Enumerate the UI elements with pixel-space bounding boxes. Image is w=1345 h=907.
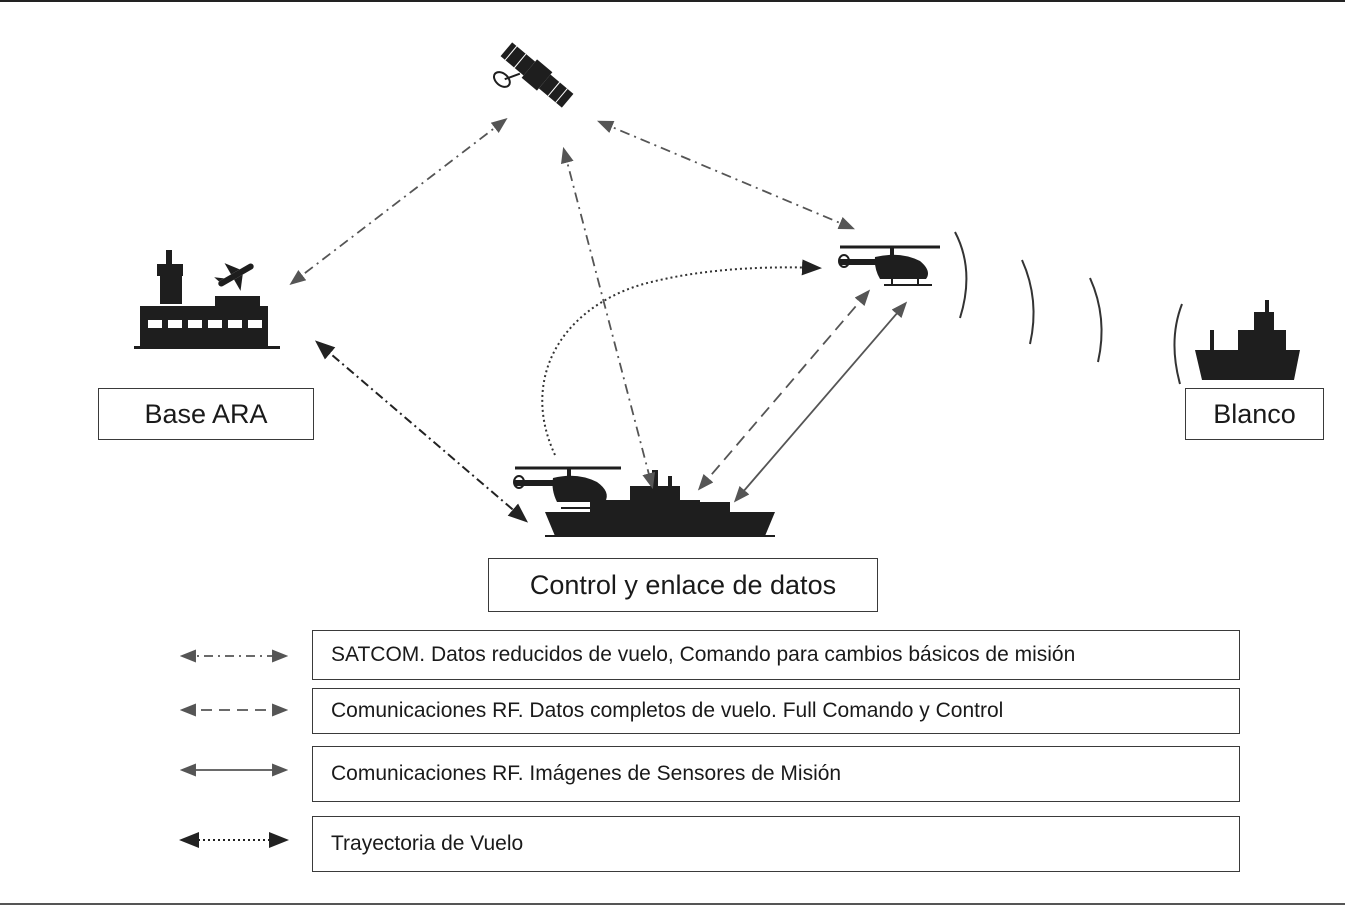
satcom-link-helicopter — [597, 120, 855, 230]
rf-control-link — [697, 289, 871, 491]
target-label: Blanco — [1185, 388, 1324, 440]
legend-flight-path: Trayectoria de Vuelo — [312, 816, 1240, 872]
radar-waves — [954, 231, 1183, 385]
airport-icon — [134, 250, 280, 349]
legend-samples — [179, 649, 289, 848]
control-label: Control y enlace de datos — [488, 558, 878, 612]
rf-images-link — [733, 301, 908, 503]
bottom-rule — [0, 903, 1345, 905]
helicopter-icon — [838, 245, 940, 286]
satellite-icon — [493, 42, 574, 108]
warship-icon — [545, 470, 775, 537]
legend-satcom: SATCOM. Datos reducidos de vuelo, Comand… — [312, 630, 1240, 680]
legend-rf-control: Comunicaciones RF. Datos completos de vu… — [312, 688, 1240, 734]
base-label: Base ARA — [98, 388, 314, 440]
ship-icon — [1195, 300, 1300, 380]
link-lines — [289, 118, 908, 523]
flight-trajectory — [541, 259, 822, 456]
satcom-link-base — [289, 118, 508, 285]
top-rule — [0, 0, 1345, 2]
base-ship-link — [314, 340, 529, 523]
legend-rf-images: Comunicaciones RF. Imágenes de Sensores … — [312, 746, 1240, 802]
satcom-link-ship — [561, 146, 655, 490]
